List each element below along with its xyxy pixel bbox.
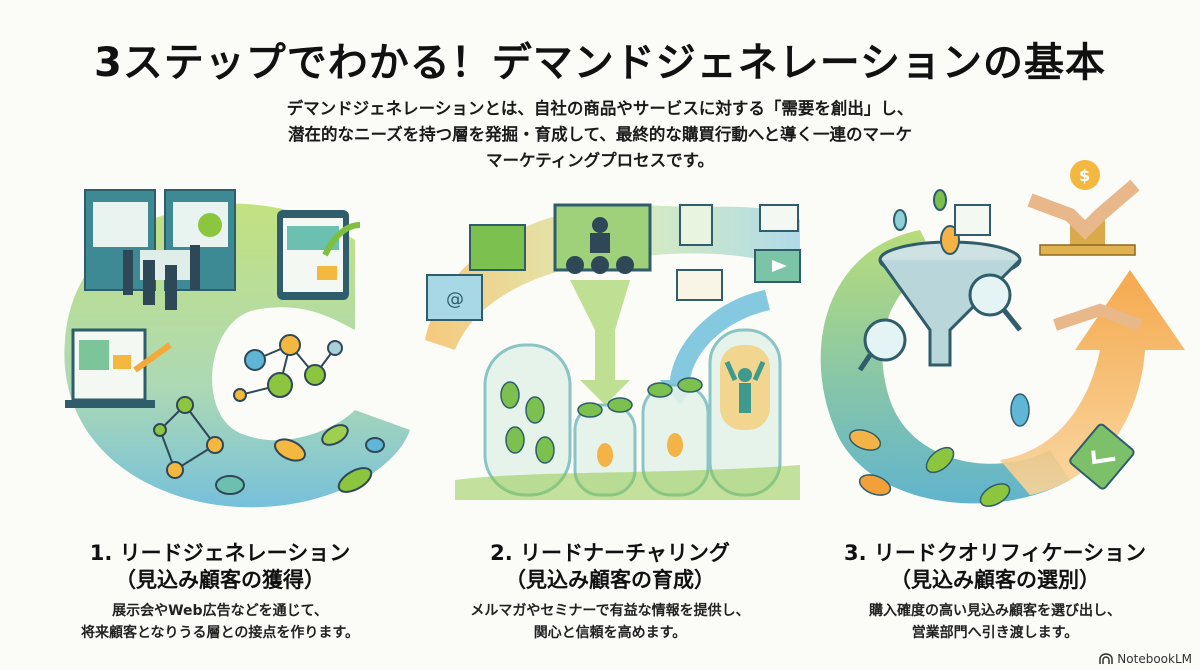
step-subheading: （見込み顧客の選別） [890, 568, 1100, 592]
page-title: 3ステップでわかる！デマンドジェネレーションの基本 [93, 40, 1107, 86]
step-subheading: （見込み顧客の獲得） [115, 568, 325, 592]
intro-line: マーケティングプロセスです。 [485, 151, 715, 170]
step-lead-qualification: 3. リードクオリフィケーション （見込み顧客の選別） 購入確度の高い見込み顧客… [800, 540, 1190, 644]
lead-generation-icon [64, 189, 410, 508]
step-description-line: メルマガやセミナーで有益な情報を提供し、 [470, 603, 750, 619]
step-lead-nurturing: 2. リードナーチャリング （見込み顧客の育成） メルマガやセミナーで有益な情報… [415, 540, 805, 644]
step-description-line: 将来顧客となりうる層との接点を作ります。 [80, 625, 360, 641]
intro-line: 潜在的なニーズを持つ層を発掘・育成して、最終的な購買行動へと導く一連のマーケ [287, 125, 913, 144]
step-description-line: 関心と信頼を高めます。 [533, 625, 687, 641]
step-description-line: 営業部門へ引き渡します。 [911, 625, 1079, 641]
svg-text:$: $ [1079, 166, 1090, 185]
lead-qualification-icon: $ [820, 160, 1185, 507]
step-subheading: （見込み顧客の育成） [505, 568, 715, 592]
intro-line: デマンドジェネレーションとは、自社の商品やサービスに対する「需要を創出」し、 [286, 99, 914, 118]
illustration-lead-qualification: $ [800, 160, 1200, 520]
step-lead-generation: 1. リードジェネレーション （見込み顧客の獲得） 展示会やWeb広告などを通じ… [25, 540, 415, 644]
step-description: 購入確度の高い見込み顧客を選び出し、 営業部門へ引き渡します。 [800, 600, 1190, 644]
notebooklm-logo-icon [1099, 653, 1114, 664]
brand-label: NotebookLM [1117, 652, 1192, 666]
step-heading: 1. リードジェネレーション [89, 541, 351, 565]
brand-watermark: NotebookLM [1099, 652, 1192, 666]
illustration-lead-generation [55, 180, 425, 520]
illustration-lead-nurturing: @ [415, 180, 805, 520]
step-heading: 2. リードナーチャリング [490, 541, 730, 565]
step-description-line: 展示会やWeb広告などを通じて、 [112, 603, 328, 619]
step-heading: 3. リードクオリフィケーション [843, 541, 1147, 565]
step-description-line: 購入確度の高い見込み顧客を選び出し、 [869, 603, 1121, 619]
intro-text: デマンドジェネレーションとは、自社の商品やサービスに対する「需要を創出」し、 潜… [200, 96, 1000, 174]
step-description: メルマガやセミナーで有益な情報を提供し、 関心と信頼を高めます。 [415, 600, 805, 644]
lead-nurturing-icon: @ [425, 203, 801, 500]
step-description: 展示会やWeb広告などを通じて、 将来顧客となりうる層との接点を作ります。 [25, 600, 415, 644]
svg-text:@: @ [446, 289, 464, 310]
